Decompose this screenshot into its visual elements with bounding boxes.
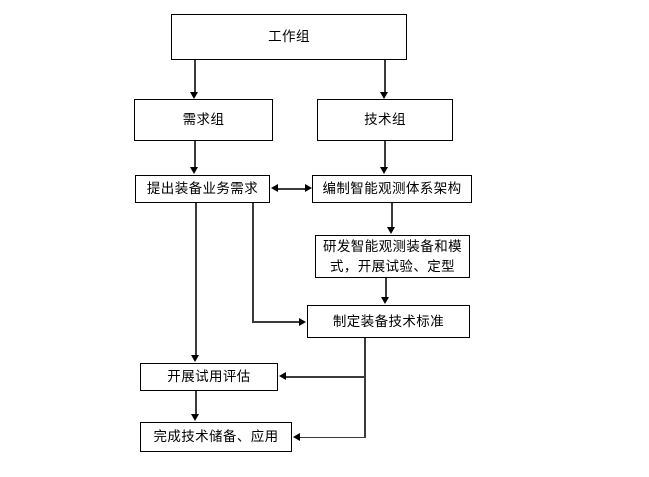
edge-requirements-group-to-propose-requirements: [194, 141, 196, 168]
node-requirements-group[interactable]: 需求组: [134, 99, 273, 141]
edge-working-group-to-requirements-group: [194, 60, 196, 93]
edge-compile-architecture-to-develop-equipment: [391, 203, 393, 228]
edge-propose-requirements-compile-architecture: [275, 188, 308, 190]
edge-working-group-to-technical-group: [384, 60, 386, 93]
arrowhead-propose-requirements: [190, 167, 199, 174]
node-set-standards[interactable]: 制定装备技术标准: [307, 305, 470, 338]
edge-propose-requirements-to-set-standards-horizontal: [252, 321, 300, 323]
arrowhead-technical-group: [380, 92, 389, 99]
arrowhead-develop-equipment: [387, 227, 396, 234]
node-propose-requirements[interactable]: 提出装备业务需求: [135, 175, 270, 203]
edge-trial-evaluation-to-complete-reserve: [195, 391, 197, 414]
node-working-group[interactable]: 工作组: [171, 14, 407, 60]
edge-propose-requirements-to-set-standards-vertical: [252, 203, 254, 322]
edge-set-standards-return-trunk: [364, 338, 366, 438]
arrowhead-propose-requirements-side: [271, 184, 278, 193]
arrowhead-set-standards-top: [381, 297, 390, 304]
arrowhead-trial-evaluation-top: [191, 355, 200, 362]
node-technical-group[interactable]: 技术组: [317, 99, 453, 141]
arrowhead-requirements-group: [190, 92, 199, 99]
node-develop-equipment[interactable]: 研发智能观测装备和模 式，开展试验、定型: [315, 235, 470, 278]
arrowhead-compile-architecture-side: [305, 184, 312, 193]
arrowhead-compile-architecture: [380, 167, 389, 174]
arrowhead-complete-reserve-top: [191, 414, 200, 421]
node-compile-architecture[interactable]: 编制智能观测体系架构: [312, 175, 472, 203]
node-complete-reserve[interactable]: 完成技术储备、应用: [140, 422, 292, 452]
edge-technical-group-to-compile-architecture: [384, 141, 386, 168]
node-trial-evaluation[interactable]: 开展试用评估: [140, 363, 278, 391]
edge-propose-requirements-to-trial-evaluation: [195, 203, 197, 355]
edge-set-standards-to-complete-reserve-horizontal: [300, 436, 365, 439]
edge-set-standards-to-trial-evaluation-horizontal: [286, 376, 365, 378]
arrowhead-set-standards-left: [299, 317, 306, 326]
arrowhead-complete-reserve-right: [293, 432, 300, 441]
edge-develop-equipment-to-set-standards: [385, 278, 387, 298]
arrowhead-trial-evaluation-right: [279, 372, 286, 381]
